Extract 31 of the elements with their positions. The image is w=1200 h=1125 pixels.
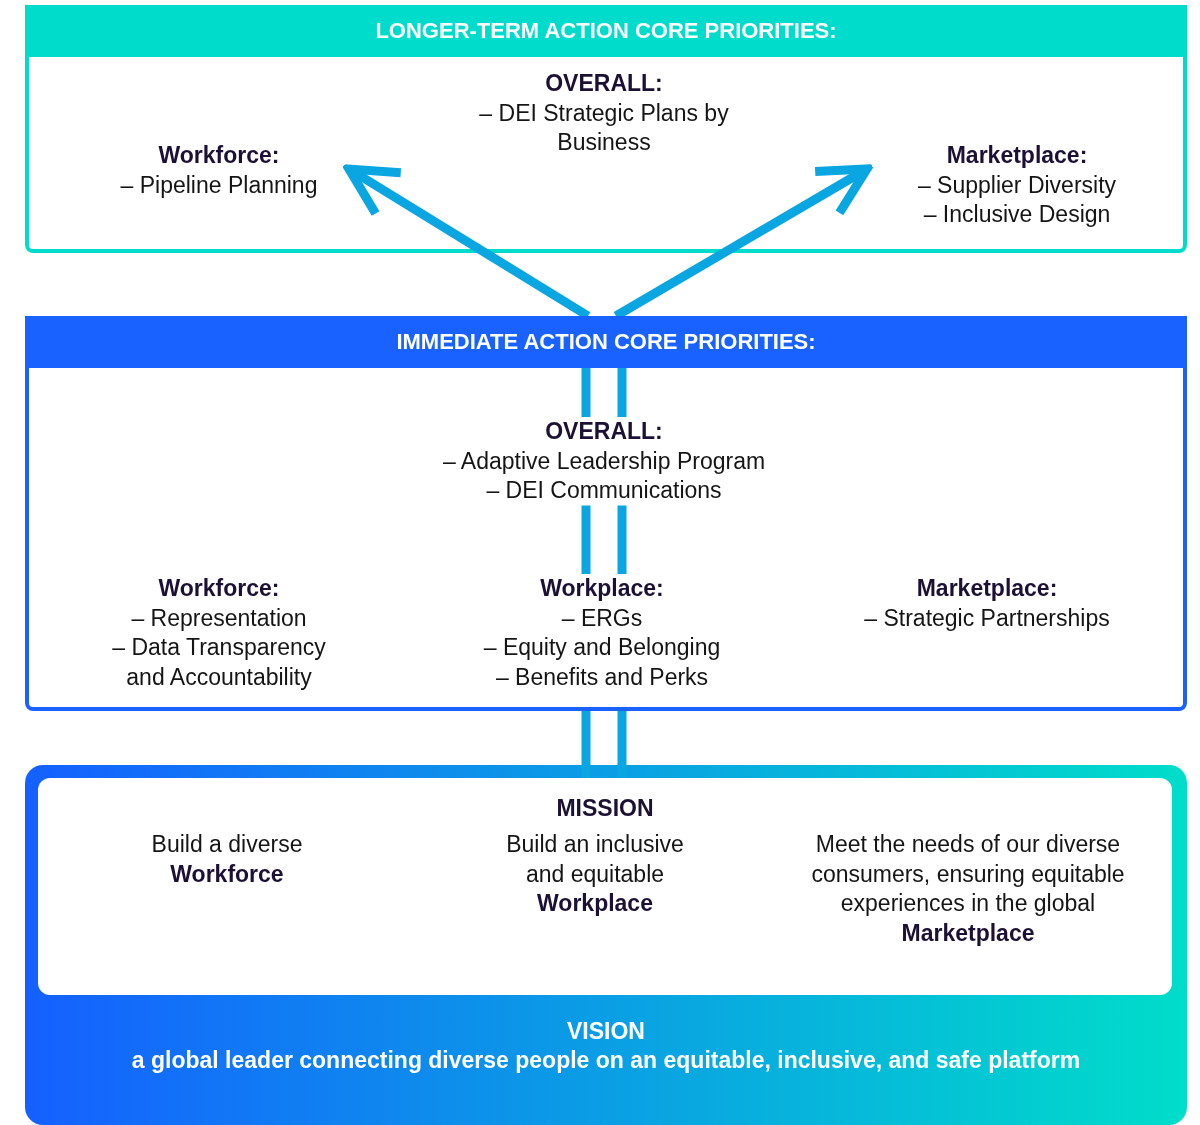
vision-panel: [25, 765, 1187, 1125]
priority-item: – Pipeline Planning: [119, 170, 319, 200]
section-heading: Workforce:: [157, 574, 281, 603]
mission-panel: [38, 778, 1172, 995]
panel-heading: IMMEDIATE ACTION CORE PRIORITIES:: [25, 316, 1187, 368]
priority-item: – Adaptive Leadership Program: [441, 446, 767, 476]
priority-panel: [25, 5, 1187, 253]
section-heading: OVERALL:: [544, 417, 664, 446]
priority-item: – DEI Strategic Plans by Business: [478, 98, 730, 157]
priority-item: – ERGs: [560, 603, 644, 633]
priority-item: – Equity and Belonging: [482, 633, 722, 662]
mission-statement: Build an inclusive and equitable Workplace: [505, 830, 685, 918]
mission-heading: MISSION: [555, 794, 655, 823]
section-heading: Marketplace:: [915, 574, 1059, 603]
section-heading: Workplace:: [539, 574, 665, 603]
panel-heading: LONGER-TERM ACTION CORE PRIORITIES:: [25, 5, 1187, 57]
section-heading: OVERALL:: [544, 69, 664, 98]
priority-item: – DEI Communications: [485, 476, 723, 505]
vision-heading: VISION: [566, 1017, 646, 1046]
mission-statement: Build a diverse Workforce: [150, 830, 304, 889]
priority-item: – Strategic Partnerships: [863, 603, 1111, 633]
section-heading: Marketplace:: [945, 141, 1089, 170]
priority-item: – Data Transparency and Accountability: [111, 633, 327, 692]
mission-statement: Meet the needs of our diverse consumers, ensuring equitable experiences in the global Marketplace: [810, 830, 1126, 948]
section-heading: Workforce:: [157, 141, 281, 170]
priority-panel: [25, 316, 1187, 711]
priority-item: – Benefits and Perks: [494, 662, 710, 692]
priority-item: – Representation: [130, 603, 308, 633]
priority-item: – Supplier Diversity: [916, 170, 1118, 200]
priority-item: – Inclusive Design: [922, 200, 1112, 229]
vision-statement: a global leader connecting diverse people on an equitable, inclusive, and safe platform: [130, 1046, 1082, 1075]
